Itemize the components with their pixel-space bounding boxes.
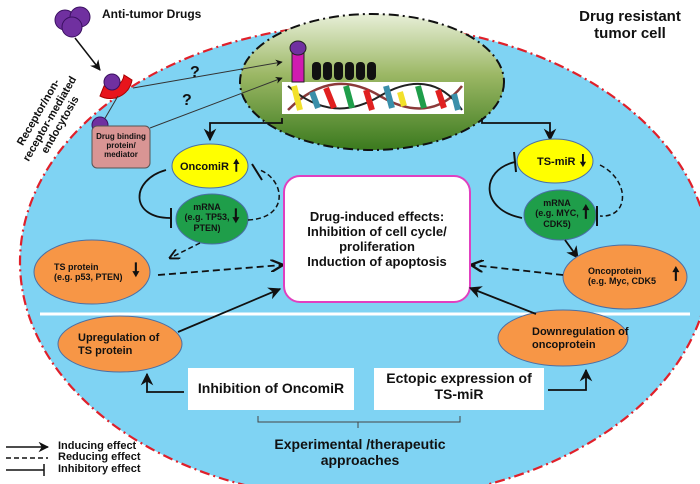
legend-inducing-label: Inducing effect — [58, 440, 137, 452]
right-mrna-label: mRNA (e.g. MYC, CDK5) — [532, 198, 582, 229]
legend-reducing: Reducing effect — [58, 451, 141, 463]
down-arrow-icon: 🠗 — [132, 260, 140, 280]
ts-protein-to-effects-arrow — [157, 265, 282, 276]
oncoprotein-line-2: (e.g. Myc, CDK5 — [588, 276, 657, 287]
effects-box — [283, 175, 471, 303]
effects-line-4: Induction of apoptosis — [307, 253, 447, 269]
oncoprotein-to-effects-arrow — [472, 265, 564, 276]
legend — [6, 441, 50, 476]
approaches-line-2: approaches — [320, 452, 400, 469]
effects-line-2: Inhibition of cell cycle/ — [307, 223, 447, 239]
cell-title-line-2: tumor cell — [594, 25, 666, 43]
left-mrna-line-3: PTEN) — [193, 222, 221, 233]
mrna-to-oncoprotein-arrow — [564, 239, 579, 260]
downregulation-node — [497, 309, 629, 367]
downregulation-line-1: Downregulation of — [532, 326, 629, 338]
ts-protein-node — [33, 239, 151, 305]
drug-binding-line-1: Drug binding — [96, 132, 146, 141]
cell-title-line-1: Drug resistant — [579, 8, 681, 25]
oncoprotein-node — [562, 244, 688, 310]
approach-left-to-upregulation-arrow — [140, 372, 184, 393]
downregulation-line-2: oncoprotein — [532, 338, 596, 351]
down-arrow-icon: 🠗 — [232, 206, 240, 226]
approach-right-to-downregulation-arrow — [548, 368, 593, 391]
left-mrna-node — [175, 193, 249, 245]
upregulation-label: Upregulation of TS protein — [78, 332, 159, 357]
approach-right-line-1: Ectopic expression of — [386, 370, 532, 386]
bound-drug-icon — [103, 73, 121, 91]
legend-reducing-label: Reducing effect — [58, 451, 141, 463]
effects-text: Drug-induced effects: Inhibition of cell… — [284, 209, 470, 270]
tsmir-label: TS-miR 🠗 — [537, 153, 586, 171]
left-mrna-line-2: (e.g. TP53, — [184, 212, 230, 223]
drug-binding-label: Drug binding protein/ mediator — [92, 132, 150, 160]
mrna-inhibits-tsmir — [488, 161, 523, 219]
drugs-label: Anti-tumor Drugs — [102, 7, 202, 21]
legend-inhibitory: Inhibitory effect — [58, 463, 141, 475]
tsmir-text: TS-miR — [537, 155, 576, 168]
oncomir-node — [171, 143, 249, 189]
drug-target-icon — [289, 40, 307, 83]
tsmir-node — [516, 138, 594, 184]
binding-to-nucleus-line — [149, 76, 283, 129]
tsmir-inhibits-mrna — [599, 164, 624, 217]
effects-line-3: proliferation — [339, 238, 415, 254]
question-mark-1: ? — [190, 64, 200, 81]
inhibit-bar — [513, 151, 517, 173]
approach-left-label: Inhibition of OncomiR — [188, 380, 354, 396]
down-arrow-icon: 🠗 — [579, 153, 587, 170]
up-arrow-icon: 🠕 — [582, 202, 590, 222]
cell-title: Drug resistant tumor cell — [560, 8, 700, 43]
dna-panel — [282, 82, 464, 114]
legend-inducing: Inducing effect — [58, 440, 136, 452]
ts-protein-line-2: (e.g. p53, PTEN) — [54, 272, 123, 283]
downregulation-to-effects-arrow — [468, 286, 537, 315]
nucleus-to-oncomir-arrow — [203, 118, 283, 142]
right-mrna-line-3: CDK5) — [543, 218, 571, 229]
mrna-to-ts-protein-arrow — [170, 242, 201, 258]
downregulation-label: Downregulation of oncoprotein — [532, 326, 629, 351]
right-mrna-line-1: mRNA — [543, 198, 571, 208]
nucleus-to-tsmir-arrow — [481, 118, 557, 142]
up-arrow-icon: 🠕 — [232, 158, 240, 175]
approach-right-label: Ectopic expression of TS-miR — [374, 370, 544, 402]
drug-binding-box — [91, 125, 151, 169]
ts-protein-label: TS protein (e.g. p53, PTEN) — [54, 262, 123, 283]
oncomir-text: OncomiR — [180, 160, 229, 173]
effects-line-1: Drug-induced effects: — [309, 209, 445, 224]
question-mark-2: ? — [182, 92, 192, 109]
receptor-link-line — [103, 95, 119, 121]
upregulation-line-2: TS protein — [78, 344, 133, 357]
approaches-line-1: Experimental /therapeutic — [274, 436, 446, 452]
oncoprotein-label: Oncoprotein (e.g. Myc, CDK5 — [588, 266, 656, 287]
right-mrna-line-2: (e.g. MYC, — [535, 208, 579, 219]
anti-tumor-drugs-icon — [54, 6, 91, 38]
mrna-inhibits-oncomir — [247, 169, 280, 221]
receptor-to-nucleus-line — [132, 59, 283, 89]
nucleosome-icon — [312, 62, 376, 80]
upregulation-to-effects-arrow — [177, 287, 282, 333]
ts-protein-line-1: TS protein — [54, 262, 99, 272]
left-mrna-line-1: mRNA — [193, 202, 221, 212]
approach-left-box — [188, 368, 354, 410]
approach-right-box — [374, 368, 544, 410]
upregulation-node — [57, 315, 183, 373]
oncomir-inhibits-mrna — [138, 169, 171, 219]
approach-left-line-1: Inhibition of OncomiR — [197, 380, 345, 396]
approach-right-line-2: TS-miR — [434, 386, 484, 403]
approaches-label: Experimental /therapeutic approaches — [250, 436, 470, 468]
legend-inhibitory-label: Inhibitory effect — [58, 463, 141, 475]
approaches-bracket — [257, 416, 461, 428]
oncomir-label: OncomiR 🠕 — [180, 158, 240, 176]
drug-binding-line-3: mediator — [104, 150, 138, 160]
up-arrow-icon: 🠕 — [672, 264, 680, 284]
upregulation-line-1: Upregulation of — [78, 332, 160, 344]
oncoprotein-line-1: Oncoprotein — [588, 266, 642, 276]
drug-binding-line-2: protein/ — [106, 141, 136, 151]
inhibit-bar — [251, 163, 263, 181]
left-mrna-label: mRNA (e.g. TP53, PTEN) — [182, 202, 232, 233]
drug-entry-arrow — [74, 37, 101, 71]
